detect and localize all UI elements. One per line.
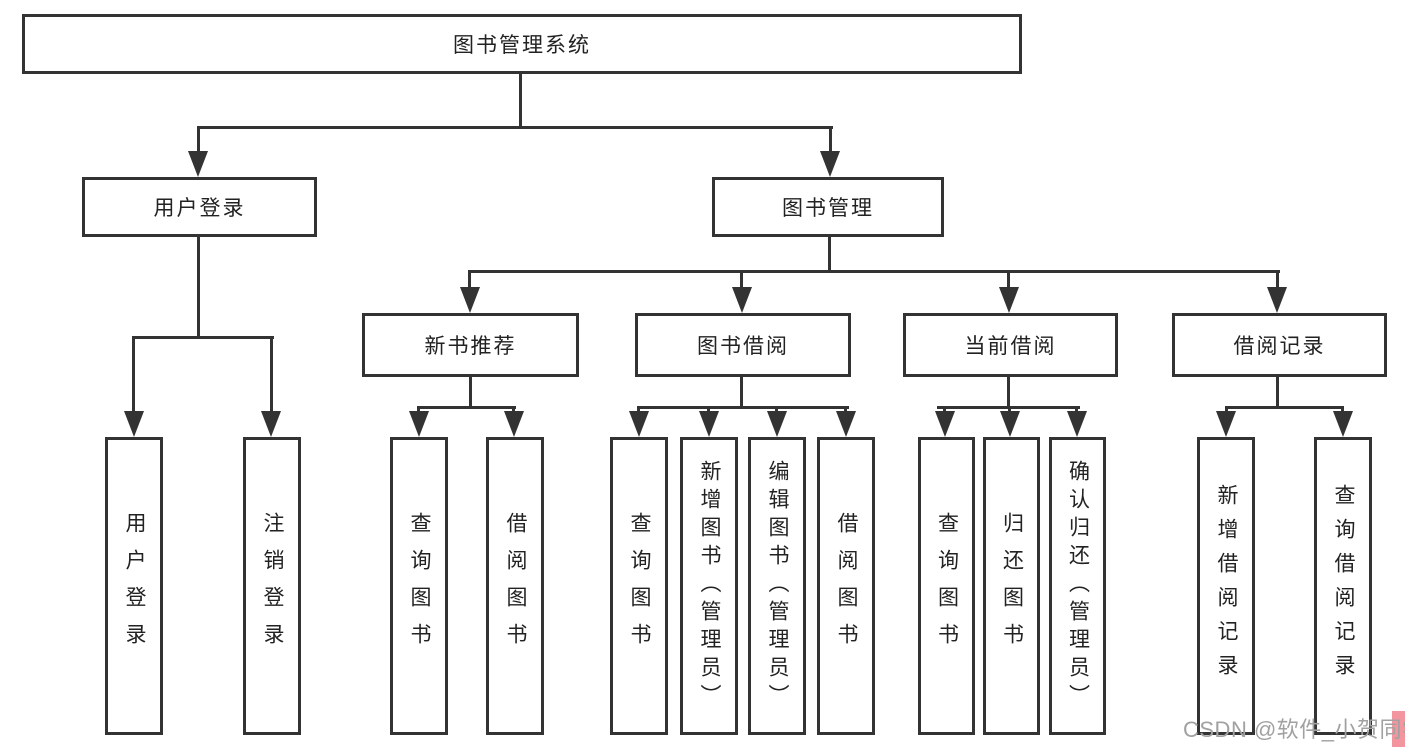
arrow-down-icon bbox=[1067, 411, 1087, 437]
connector-line bbox=[1008, 406, 1011, 414]
connector-line bbox=[468, 270, 471, 289]
leaf-label: 编辑图书（管理员） bbox=[766, 460, 789, 712]
arrow-down-icon bbox=[504, 411, 524, 437]
connector-line bbox=[512, 406, 515, 414]
arrow-down-icon bbox=[409, 411, 429, 437]
connector-line bbox=[1007, 270, 1010, 289]
connector-line bbox=[637, 406, 640, 414]
connector-line bbox=[707, 406, 710, 414]
connector-line bbox=[270, 336, 273, 413]
node-label: 用户登录 bbox=[153, 197, 246, 220]
leaf-newbook-query-books: 查询图书 bbox=[390, 437, 448, 735]
leaf-label: 查询图书 bbox=[935, 512, 959, 660]
leaf-label: 查询借阅记录 bbox=[1332, 484, 1355, 688]
node-current-borrow: 当前借阅 bbox=[903, 313, 1118, 377]
connector-line bbox=[197, 126, 200, 154]
connector-line bbox=[638, 406, 849, 409]
leaf-history-add-record: 新增借阅记录 bbox=[1197, 437, 1255, 735]
node-label: 图书借阅 bbox=[697, 335, 789, 358]
connector-line bbox=[740, 270, 743, 289]
arrow-down-icon bbox=[999, 287, 1019, 313]
connector-line bbox=[1341, 406, 1344, 414]
leaf-current-return-books: 归还图书 bbox=[983, 437, 1040, 735]
connector-line bbox=[132, 336, 135, 413]
arrow-down-icon bbox=[1216, 411, 1236, 437]
arrow-down-icon bbox=[1267, 287, 1287, 313]
watermark-highlight bbox=[1392, 711, 1405, 747]
leaf-newbook-borrow-books: 借阅图书 bbox=[486, 437, 544, 735]
connector-line bbox=[417, 406, 420, 414]
connector-line bbox=[829, 126, 832, 154]
leaf-borrow-borrow-books: 借阅图书 bbox=[817, 437, 875, 735]
arrow-down-icon bbox=[767, 411, 787, 437]
connector-line bbox=[1075, 406, 1078, 414]
node-label: 图书管理 bbox=[782, 197, 874, 220]
connector-line bbox=[469, 377, 472, 408]
node-label: 借阅记录 bbox=[1233, 335, 1326, 358]
leaf-borrow-add-books-admin: 新增图书（管理员） bbox=[680, 437, 738, 735]
arrow-down-icon bbox=[1000, 411, 1020, 437]
connector-line bbox=[133, 336, 274, 339]
leaf-current-confirm-return-admin: 确认归还（管理员） bbox=[1049, 437, 1106, 735]
node-label: 当前借阅 bbox=[964, 335, 1057, 358]
leaf-label: 用户登录 bbox=[123, 512, 146, 660]
connector-line bbox=[828, 236, 831, 272]
arrow-down-icon bbox=[124, 411, 144, 437]
connector-line bbox=[1007, 377, 1010, 408]
node-label: 图书管理系统 bbox=[453, 34, 591, 57]
connector-line bbox=[740, 377, 743, 408]
node-borrow-history: 借阅记录 bbox=[1172, 313, 1387, 377]
arrow-down-icon bbox=[629, 411, 649, 437]
connector-line bbox=[1276, 377, 1279, 408]
leaf-label: 查询图书 bbox=[408, 512, 431, 660]
connector-line bbox=[468, 270, 1280, 273]
arrow-down-icon bbox=[820, 151, 840, 177]
leaf-borrow-query-books: 查询图书 bbox=[610, 437, 668, 735]
arrow-down-icon bbox=[188, 151, 208, 177]
node-new-book-recommend: 新书推荐 bbox=[362, 313, 579, 377]
connector-line bbox=[1225, 406, 1344, 409]
connector-line bbox=[417, 406, 516, 409]
leaf-label: 归还图书 bbox=[1000, 512, 1024, 660]
connector-line bbox=[943, 406, 946, 414]
leaf-history-query-record: 查询借阅记录 bbox=[1314, 437, 1372, 735]
leaf-label: 新增图书（管理员） bbox=[698, 460, 721, 712]
arrow-down-icon bbox=[261, 411, 281, 437]
leaf-label: 查询图书 bbox=[628, 512, 651, 660]
connector-line bbox=[844, 406, 847, 414]
connector-line bbox=[197, 236, 200, 338]
watermark-text: CSDN @软件_小贺同学 bbox=[1183, 717, 1405, 742]
arrow-down-icon bbox=[935, 411, 955, 437]
leaf-label: 借阅图书 bbox=[835, 512, 858, 660]
leaf-logout: 注销登录 bbox=[243, 437, 301, 735]
arrow-down-icon bbox=[836, 411, 856, 437]
node-user-login-group: 用户登录 bbox=[82, 177, 317, 237]
arrow-down-icon bbox=[1333, 411, 1353, 437]
connector-line bbox=[519, 73, 522, 128]
connector-line bbox=[1276, 270, 1279, 289]
node-book-borrow: 图书借阅 bbox=[635, 313, 851, 377]
arrow-down-icon bbox=[460, 287, 480, 313]
leaf-label: 确认归还（管理员） bbox=[1066, 460, 1090, 712]
connector-line bbox=[1225, 406, 1228, 414]
connector-line bbox=[775, 406, 778, 414]
leaf-label: 借阅图书 bbox=[504, 512, 527, 660]
node-label: 新书推荐 bbox=[424, 335, 517, 358]
node-root-system: 图书管理系统 bbox=[22, 14, 1022, 74]
arrow-down-icon bbox=[732, 287, 752, 313]
connector-line bbox=[197, 126, 833, 129]
node-book-management: 图书管理 bbox=[712, 177, 944, 237]
leaf-borrow-edit-books-admin: 编辑图书（管理员） bbox=[748, 437, 806, 735]
leaf-user-login: 用户登录 bbox=[105, 437, 163, 735]
leaf-label: 注销登录 bbox=[261, 512, 284, 660]
leaf-label: 新增借阅记录 bbox=[1215, 484, 1238, 688]
leaf-current-query-books: 查询图书 bbox=[918, 437, 975, 735]
arrow-down-icon bbox=[699, 411, 719, 437]
